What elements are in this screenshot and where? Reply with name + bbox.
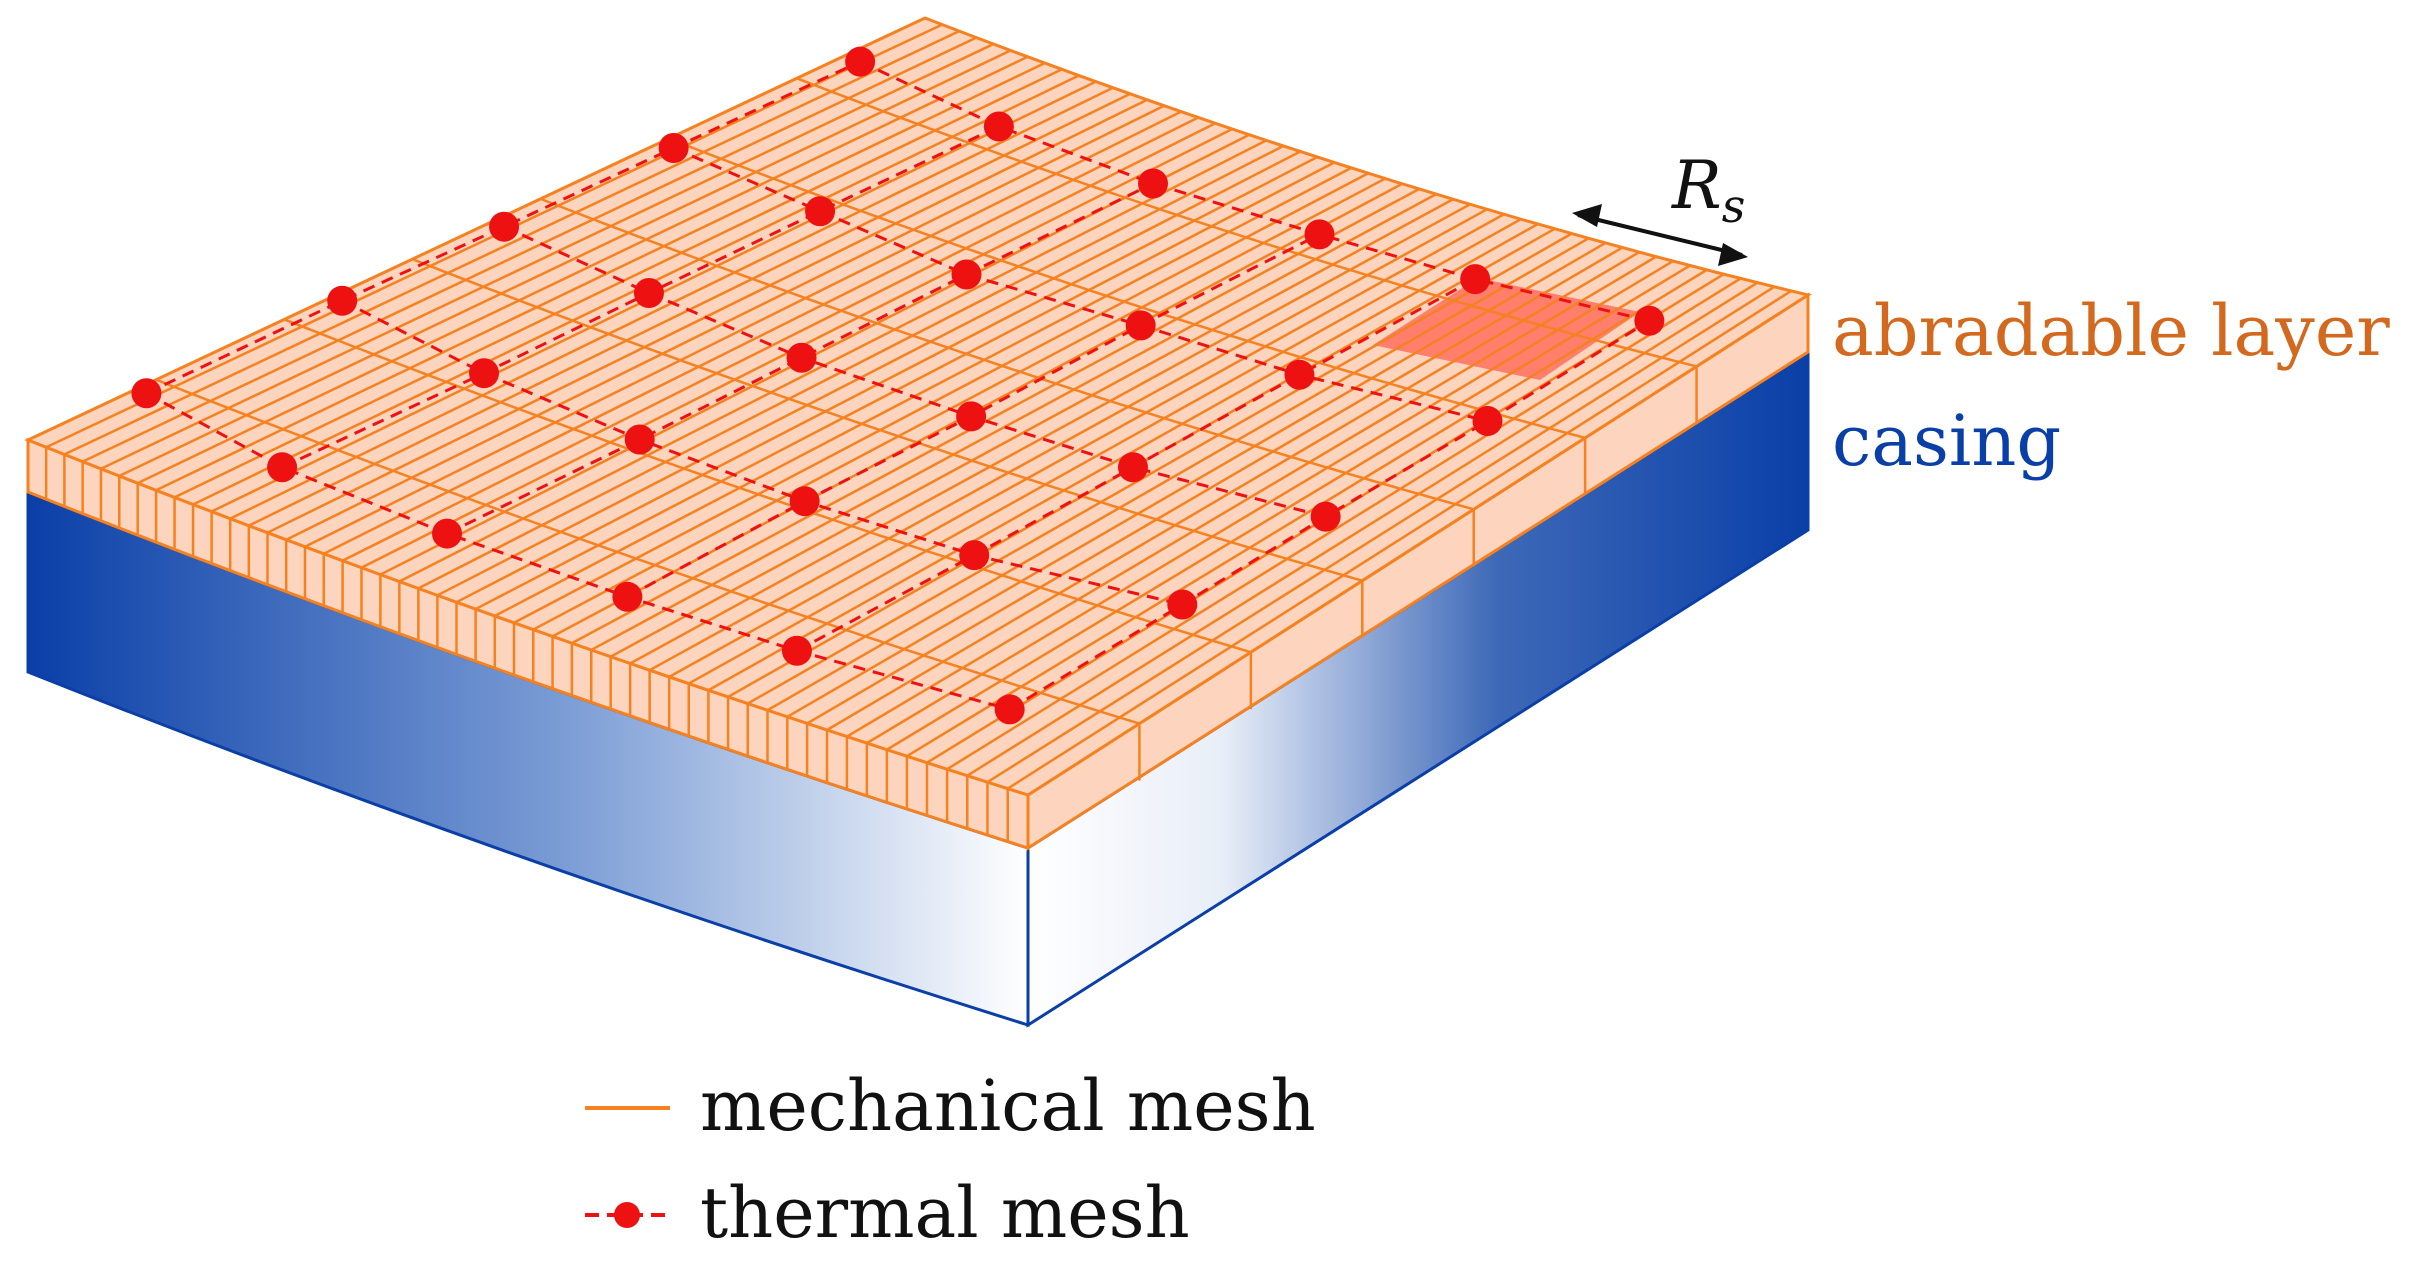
thermal-node: [786, 342, 817, 373]
mesh-line-fine: [1007, 289, 1792, 790]
thermal-mesh: [131, 46, 1665, 725]
mesh-line-fine: [532, 177, 1386, 631]
thermal-node: [1117, 452, 1148, 483]
abradable-layer-block: [24, 16, 1812, 851]
mesh-line-fine: [571, 187, 1420, 645]
thermal-node: [994, 694, 1025, 725]
mesh-line-fine: [966, 281, 1759, 777]
mesh-line-fine: [986, 285, 1775, 784]
legend-thermal-mesh: thermal mesh: [700, 1172, 1190, 1254]
thermal-mesh-line: [145, 391, 1011, 711]
thermal-node: [1310, 501, 1341, 532]
mesh-line-coarse: [668, 137, 1586, 440]
thermal-node: [983, 111, 1014, 142]
mesh-line-fine: [946, 277, 1742, 771]
mesh-line-fine: [417, 144, 1284, 590]
arrow-head-right: [1718, 243, 1748, 266]
mesh-line-coarse: [155, 378, 1140, 725]
mesh-line-fine: [688, 218, 1522, 685]
thermal-node: [781, 635, 812, 666]
mesh-line-fine: [806, 246, 1624, 725]
red-dot-icon: [614, 1202, 640, 1228]
rs-main: R: [1671, 147, 1722, 224]
mesh-line-fine: [398, 139, 1267, 583]
mesh-line-fine: [137, 55, 1029, 485]
rs-label: Rs: [1671, 147, 1745, 233]
thermal-node: [1460, 264, 1491, 295]
thermal-node: [959, 540, 990, 571]
thermal-node: [489, 211, 520, 242]
abradable-top-face: [24, 16, 1812, 797]
thermal-node: [1304, 219, 1335, 250]
mesh-line-fine: [649, 208, 1488, 672]
thermal-node: [951, 259, 982, 290]
thermal-node: [267, 452, 298, 483]
mesh-line-fine: [866, 260, 1674, 745]
thermal-node: [956, 401, 987, 432]
mesh-line-fine: [342, 122, 1216, 562]
mesh-line-fine: [285, 104, 1165, 541]
mesh-line-fine: [155, 61, 1046, 492]
legend: mechanical mesh thermal mesh: [585, 1065, 1316, 1254]
thermal-node: [789, 486, 820, 517]
mesh-line-fine: [455, 155, 1318, 604]
mesh-line-fine: [174, 68, 1063, 499]
mesh-line-fine: [786, 241, 1607, 718]
double-headed-arrow-icon: [1577, 213, 1743, 257]
thermal-node: [1138, 168, 1169, 199]
mesh-line-coarse: [540, 197, 1475, 511]
thermal-node: [131, 378, 162, 409]
thermal-node: [845, 46, 876, 77]
mesh-line-fine: [766, 237, 1590, 712]
mesh-line-fine: [590, 193, 1437, 652]
thermal-node: [1125, 310, 1156, 341]
thermal-mesh-line: [446, 182, 1154, 535]
mesh-line-coarse: [283, 318, 1252, 654]
thermal-node: [612, 581, 643, 612]
mesh-line-fine: [747, 232, 1573, 705]
arrow-head-left: [1572, 204, 1602, 227]
mesh-line-fine: [323, 116, 1199, 555]
thermal-mesh-line: [673, 146, 1488, 423]
mesh-line-fine: [82, 36, 977, 463]
thermal-node: [1284, 359, 1315, 390]
thermal-node: [1167, 589, 1198, 620]
legend-mechanical-mesh: mechanical mesh: [700, 1065, 1316, 1147]
casing-label: casing: [1832, 400, 2061, 482]
mesh-line-fine: [513, 172, 1369, 624]
mesh-line-fine: [846, 255, 1657, 738]
mesh-line-fine: [475, 161, 1335, 611]
thermal-mesh-line: [859, 60, 1650, 323]
rs-dimension: Rs: [1572, 147, 1748, 266]
thermal-node: [432, 518, 463, 549]
mesh-line-fine: [906, 268, 1708, 758]
mesh-line-fine: [436, 150, 1301, 597]
mesh-line-fine: [494, 166, 1352, 618]
thermal-node: [805, 196, 836, 227]
thermal-node: [469, 358, 500, 389]
mesh-line-fine: [304, 110, 1182, 548]
mesh-line-fine: [629, 203, 1471, 665]
thermal-node: [327, 285, 358, 316]
rs-subscript: s: [1722, 179, 1746, 233]
mesh-line-fine: [886, 264, 1691, 751]
thermal-mesh-line: [503, 225, 1327, 519]
thermal-node: [633, 278, 664, 309]
mesh-line-fine: [100, 42, 994, 470]
thermal-node: [1634, 305, 1665, 336]
mesh-line-fine: [63, 30, 960, 456]
mesh-line-fine: [118, 49, 1012, 478]
thermal-node: [624, 424, 655, 455]
thermal-node: [1472, 406, 1503, 436]
thermal-node: [658, 133, 689, 164]
abradable-layer-label: abradable layer: [1832, 290, 2390, 372]
thermal-mesh-line: [145, 60, 861, 395]
mesh-line-fine: [826, 251, 1640, 732]
mesh-line-coarse: [796, 77, 1697, 368]
mesh-line-fine: [668, 213, 1505, 678]
mesh-line-coarse: [411, 257, 1363, 582]
mesh-line-fine: [610, 198, 1454, 658]
